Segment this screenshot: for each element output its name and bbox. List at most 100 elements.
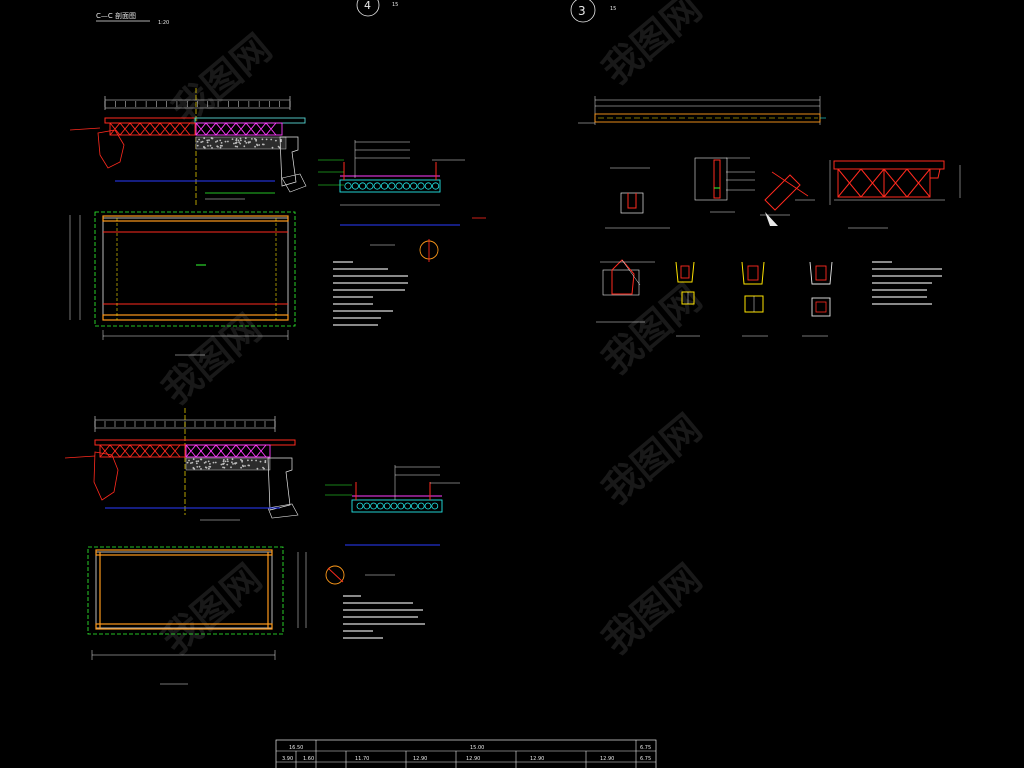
- gravel-dot: [240, 139, 242, 142]
- gravel-dot: [204, 147, 206, 149]
- detail-marker-4-number: 4: [364, 0, 371, 12]
- table-cell-6: 12.90: [530, 756, 544, 762]
- gravel-dot: [233, 142, 235, 145]
- deck-section-1: [318, 140, 486, 262]
- gravel-dot: [186, 461, 189, 464]
- gravel-dot: [201, 140, 204, 143]
- gravel-dot: [237, 139, 240, 142]
- gravel-dot: [197, 460, 200, 463]
- pipe-section: [366, 182, 374, 190]
- gravel-dot: [240, 466, 243, 469]
- gravel-dot: [244, 140, 247, 143]
- pipe-section: [356, 502, 364, 510]
- gravel-dot: [261, 138, 264, 141]
- gravel-dot: [254, 145, 256, 148]
- pipe-section: [376, 502, 384, 510]
- gravel-dot: [231, 461, 233, 464]
- gravel-dot: [208, 139, 210, 142]
- gravel-dot: [192, 458, 195, 461]
- gravel-dot: [242, 465, 245, 468]
- gravel-dot: [226, 463, 229, 466]
- deck-section-2: [325, 465, 460, 585]
- gravel-dot: [264, 460, 267, 462]
- gravel-dot: [238, 141, 241, 144]
- pipe-section: [395, 182, 403, 190]
- gravel-dot: [203, 462, 206, 464]
- gravel-dot: [196, 462, 198, 465]
- gravel-dot: [198, 465, 201, 468]
- pipe-section: [351, 182, 359, 190]
- gravel-dot: [239, 137, 242, 140]
- table-cell-7: 12.90: [600, 756, 614, 762]
- gravel-dot: [247, 141, 250, 144]
- truss-section-detail: [829, 160, 961, 229]
- bridge-elevation-1: [69, 88, 307, 205]
- pipe-section: [380, 182, 389, 190]
- gravel-dot: [214, 461, 217, 464]
- pipe-section: [363, 502, 371, 510]
- pipe-section: [424, 502, 432, 510]
- gravel-dot: [200, 468, 202, 470]
- gravel-dot: [206, 141, 209, 144]
- pipe-section: [358, 182, 367, 190]
- gravel-dot: [196, 466, 199, 468]
- gravel-dot: [190, 462, 192, 464]
- gravel-dot: [226, 458, 229, 461]
- gravel-dot: [247, 459, 249, 462]
- connector-detail-2: [741, 261, 768, 337]
- gravel-dot: [222, 460, 225, 463]
- pipe-section: [344, 182, 352, 190]
- gravel-dot: [219, 144, 222, 147]
- detail-marker-4: 4 15: [356, 0, 398, 17]
- gravel-dot: [280, 140, 282, 143]
- notes-block-2: [343, 595, 425, 639]
- connector-detail-1: [675, 261, 700, 337]
- gravel-dot: [232, 463, 234, 465]
- gravel-dot: [224, 140, 227, 143]
- gravel-dot: [210, 137, 213, 139]
- gravel-dot: [261, 143, 264, 146]
- detail-marker-3-scale: 15: [610, 6, 616, 12]
- table-top-left: 16.50: [289, 745, 303, 751]
- gravel-dot: [209, 463, 211, 465]
- pipe-section: [431, 502, 439, 510]
- pipe-section: [397, 502, 405, 510]
- gravel-dot: [247, 464, 250, 467]
- pipe-section: [410, 182, 418, 190]
- gravel-dot: [196, 144, 199, 147]
- gravel-dot: [275, 139, 277, 142]
- gravel-dot: [245, 142, 248, 144]
- table-cell-3: 11.70: [355, 756, 369, 762]
- gravel-dot: [227, 140, 229, 143]
- gravel-dot: [249, 141, 252, 143]
- section-title-scale: 1:20: [158, 20, 169, 26]
- truss-red: [109, 122, 196, 136]
- gravel-dot: [231, 138, 234, 141]
- bracket-detail: [760, 171, 815, 226]
- gravel-dot: [243, 145, 246, 148]
- pipe-section: [417, 502, 425, 510]
- table-top-right: 6.75: [640, 745, 651, 751]
- pipe-section: [402, 182, 410, 190]
- gravel-dot: [222, 466, 224, 469]
- gravel-dot: [264, 461, 267, 464]
- gravel-dot: [244, 137, 247, 140]
- table-cell-2: 1.60: [303, 756, 314, 762]
- gravel-dot: [223, 459, 225, 461]
- gravel-dot: [280, 139, 282, 141]
- pipe-section: [404, 502, 412, 510]
- pipe-section: [410, 502, 418, 510]
- pipe-section: [417, 182, 425, 190]
- gravel-dot: [219, 139, 222, 142]
- bottom-dimension-table: 16.50 15.00 6.75 3.90 1.60 11.70 12.90 1…: [275, 739, 657, 768]
- bridge-elevation-2: [64, 408, 299, 521]
- gravel-dot: [205, 461, 207, 463]
- gravel-dot: [212, 461, 215, 464]
- gravel-dot: [239, 142, 242, 145]
- gravel-dot: [234, 145, 237, 148]
- gravel-dot: [200, 141, 203, 144]
- gravel-dot: [271, 146, 274, 149]
- gravel-dot: [215, 141, 217, 143]
